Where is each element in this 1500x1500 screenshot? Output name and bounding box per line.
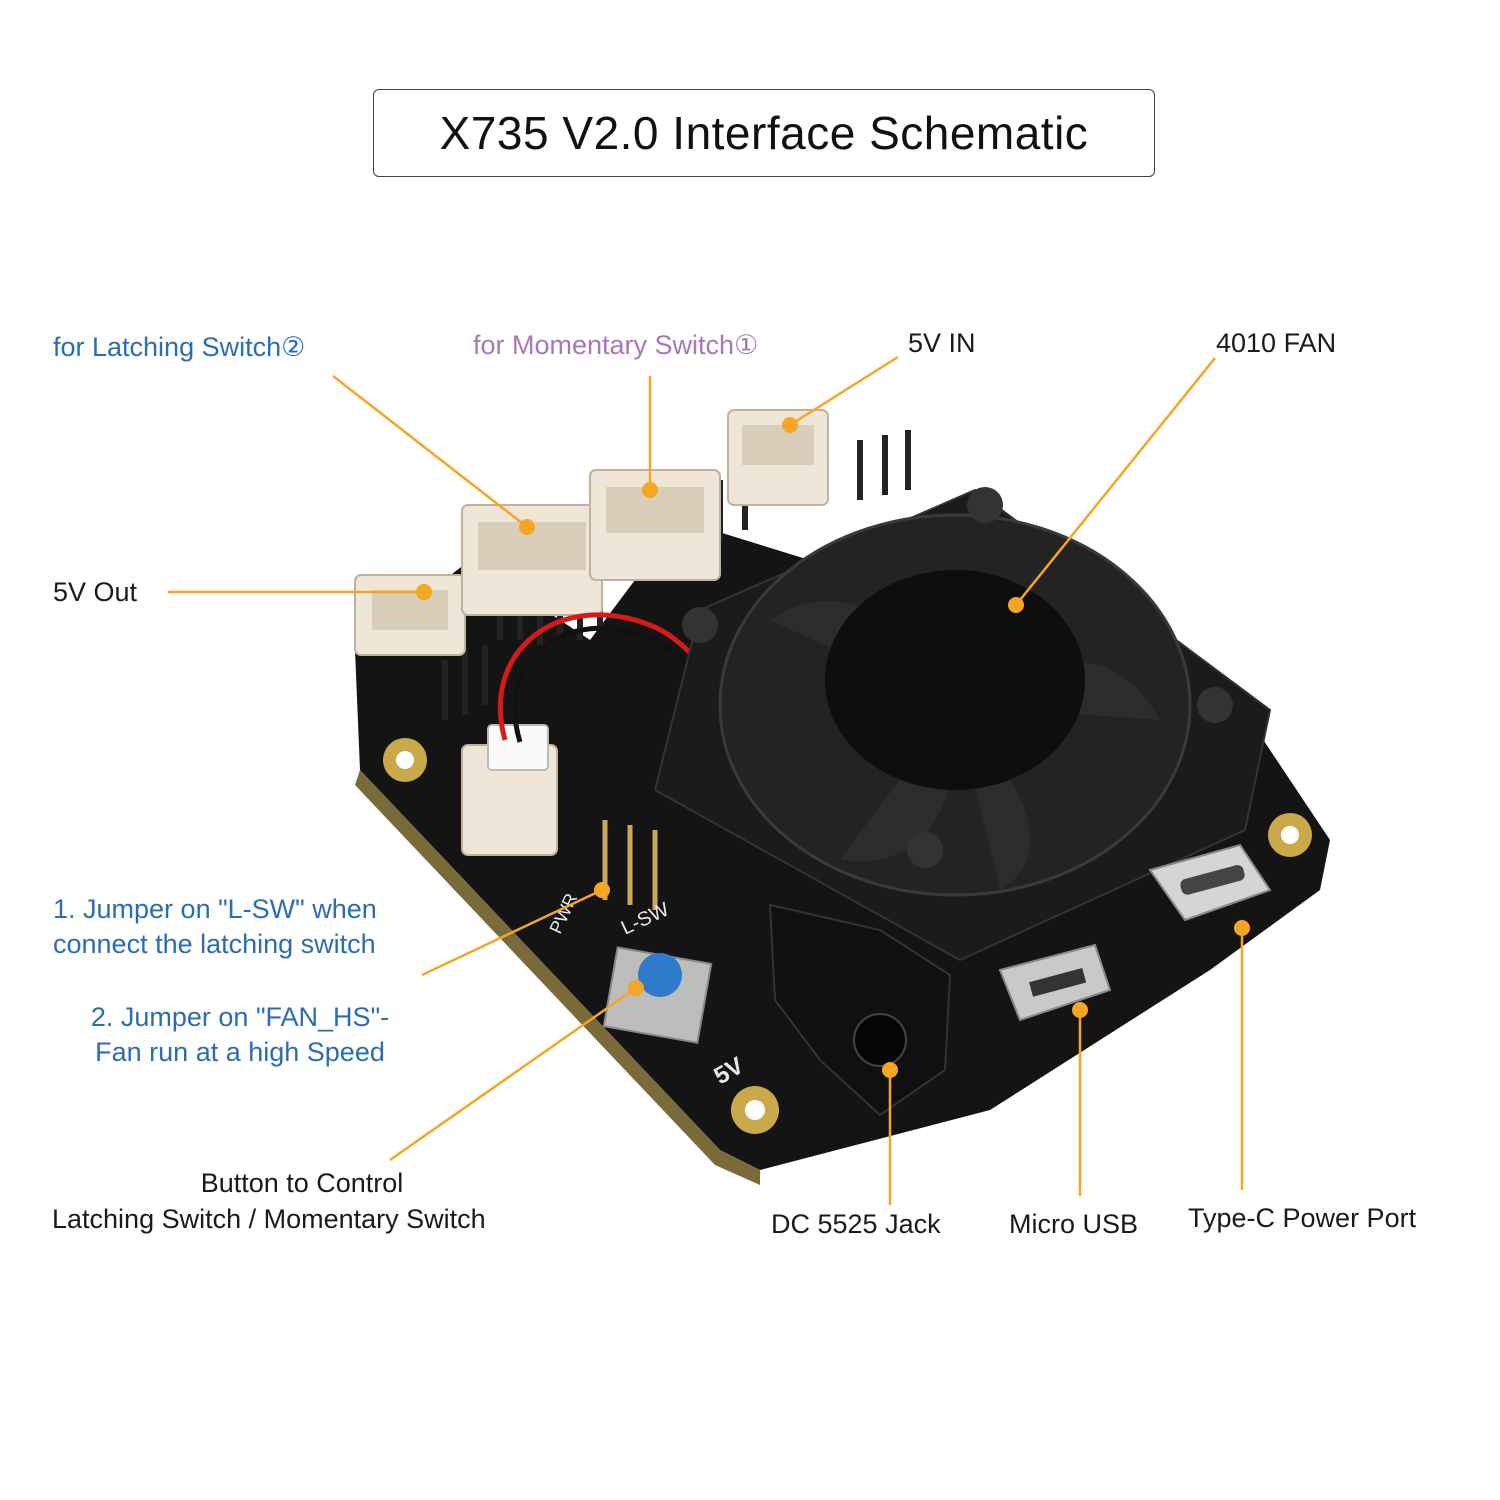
leader-dot xyxy=(1234,920,1250,936)
label-button-line1: Button to Control xyxy=(200,1168,404,1198)
label-jumper-2-line1: 2. Jumper on "FAN_HS"- xyxy=(90,1002,390,1032)
leader-dot xyxy=(1008,597,1024,613)
label-dc-jack: DC 5525 Jack xyxy=(771,1209,941,1239)
page-title: X735 V2.0 Interface Schematic xyxy=(439,107,1089,159)
leader-dot xyxy=(628,980,644,996)
leader-jumper xyxy=(421,888,603,977)
label-momentary-switch: for Momentary Switch① xyxy=(473,330,759,360)
connector-5v-out xyxy=(354,574,466,656)
leader-button xyxy=(389,986,637,1162)
leader-fan xyxy=(1015,357,1216,606)
label-micro-usb: Micro USB xyxy=(1009,1209,1139,1239)
label-jumper-1-line1: 1. Jumper on "L-SW" when xyxy=(53,894,377,924)
title-box: X735 V2.0 Interface Schematic xyxy=(373,89,1155,177)
leader-dot xyxy=(782,417,798,433)
micro-usb-port xyxy=(998,943,1112,1022)
connector-momentary xyxy=(589,469,721,581)
dc-jack xyxy=(768,903,952,1117)
leader-5v-in xyxy=(789,355,899,427)
leader-dot xyxy=(519,519,535,535)
leader-lines xyxy=(168,355,1244,1205)
label-jumper-2-line2: Fan run at a high Speed xyxy=(95,1037,385,1067)
leader-dot xyxy=(1072,1002,1088,1018)
leader-dot xyxy=(882,1062,898,1078)
type-c-port xyxy=(1148,843,1272,922)
label-latching-switch: for Latching Switch② xyxy=(53,332,306,362)
label-5v-in: 5V IN xyxy=(908,328,976,358)
label-5v-out: 5V Out xyxy=(53,577,138,607)
fan-4010 xyxy=(653,487,1272,962)
leader-dot xyxy=(416,584,432,600)
connector-fan-jst xyxy=(461,724,558,856)
connector-5v-in xyxy=(727,409,829,506)
label-button-line2: Latching Switch / Momentary Switch xyxy=(52,1204,486,1234)
label-4010-fan: 4010 FAN xyxy=(1216,328,1337,358)
leader-dot xyxy=(642,482,658,498)
push-button xyxy=(602,946,713,1044)
connector-latching xyxy=(461,504,603,616)
leader-dot xyxy=(594,882,610,898)
leader-dots xyxy=(416,417,1250,1078)
label-jumper-1-line2: connect the latching switch xyxy=(53,929,376,959)
leader-latching xyxy=(332,375,528,528)
label-type-c: Type-C Power Port xyxy=(1188,1203,1417,1233)
